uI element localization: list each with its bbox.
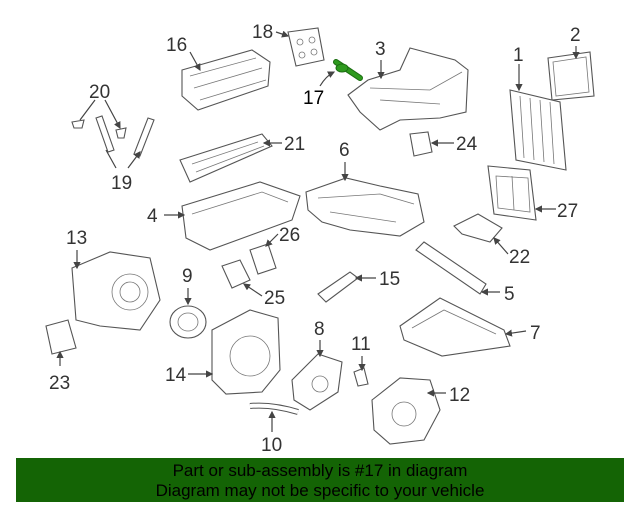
label-11: 11 [351, 334, 371, 355]
label-2: 2 [570, 25, 581, 46]
label-18: 18 [252, 22, 273, 43]
part-12[interactable] [371, 377, 441, 445]
part-22[interactable] [453, 213, 503, 243]
label-1: 1 [513, 45, 524, 66]
part-1[interactable] [509, 89, 567, 171]
label-4: 4 [147, 206, 158, 227]
part-26[interactable] [249, 243, 277, 275]
part-21[interactable] [179, 133, 273, 183]
part-7[interactable] [399, 297, 511, 357]
part-5[interactable] [415, 241, 487, 295]
part-25[interactable] [221, 259, 251, 289]
part-16[interactable] [181, 49, 271, 111]
part-27[interactable] [487, 165, 537, 221]
part-6[interactable] [305, 177, 425, 237]
part-labels: 18 16 3 2 1 17 20 21 24 19 6 27 4 26 13 … [49, 22, 581, 456]
banner-line-2: Diagram may not be specific to your vehi… [155, 481, 485, 500]
part-19[interactable] [95, 115, 155, 157]
parts-diagram: 18 16 3 2 1 17 20 21 24 19 6 27 4 26 13 … [45, 22, 595, 456]
part-11[interactable] [353, 367, 369, 387]
part-9[interactable] [169, 305, 207, 339]
label-23: 23 [49, 373, 70, 394]
part-4[interactable] [181, 181, 301, 251]
label-24: 24 [456, 134, 478, 155]
label-13: 13 [66, 228, 87, 249]
label-8: 8 [314, 319, 325, 340]
part-17[interactable] [333, 59, 363, 81]
label-22: 22 [509, 247, 530, 268]
label-26: 26 [279, 225, 300, 246]
label-15: 15 [379, 269, 400, 290]
part-15[interactable] [317, 271, 359, 303]
part-24[interactable] [409, 131, 433, 157]
label-27: 27 [557, 201, 578, 222]
label-14: 14 [165, 365, 187, 386]
banner-line-1: Part or sub-assembly is #17 in diagram [172, 461, 468, 480]
part-8[interactable] [291, 353, 343, 411]
label-25: 25 [264, 288, 285, 309]
label-3: 3 [375, 39, 386, 60]
label-20: 20 [89, 82, 110, 103]
label-6: 6 [339, 140, 350, 161]
part-18[interactable] [287, 27, 325, 67]
label-10: 10 [261, 435, 282, 456]
label-19: 19 [111, 173, 132, 194]
label-16: 16 [166, 35, 187, 56]
leader-lines [56, 30, 580, 432]
label-21: 21 [284, 134, 305, 155]
label-17[interactable]: 17 [303, 88, 324, 109]
part-23[interactable] [45, 319, 77, 355]
part-2[interactable] [547, 51, 595, 101]
part-10[interactable] [249, 402, 299, 415]
label-5: 5 [504, 284, 515, 305]
label-9: 9 [182, 266, 193, 287]
info-banner: Part or sub-assembly is #17 in diagram D… [16, 458, 624, 502]
label-7: 7 [530, 323, 541, 344]
part-14[interactable] [211, 309, 281, 395]
part-13[interactable] [71, 251, 161, 331]
part-3[interactable] [347, 47, 469, 131]
label-12: 12 [449, 385, 470, 406]
